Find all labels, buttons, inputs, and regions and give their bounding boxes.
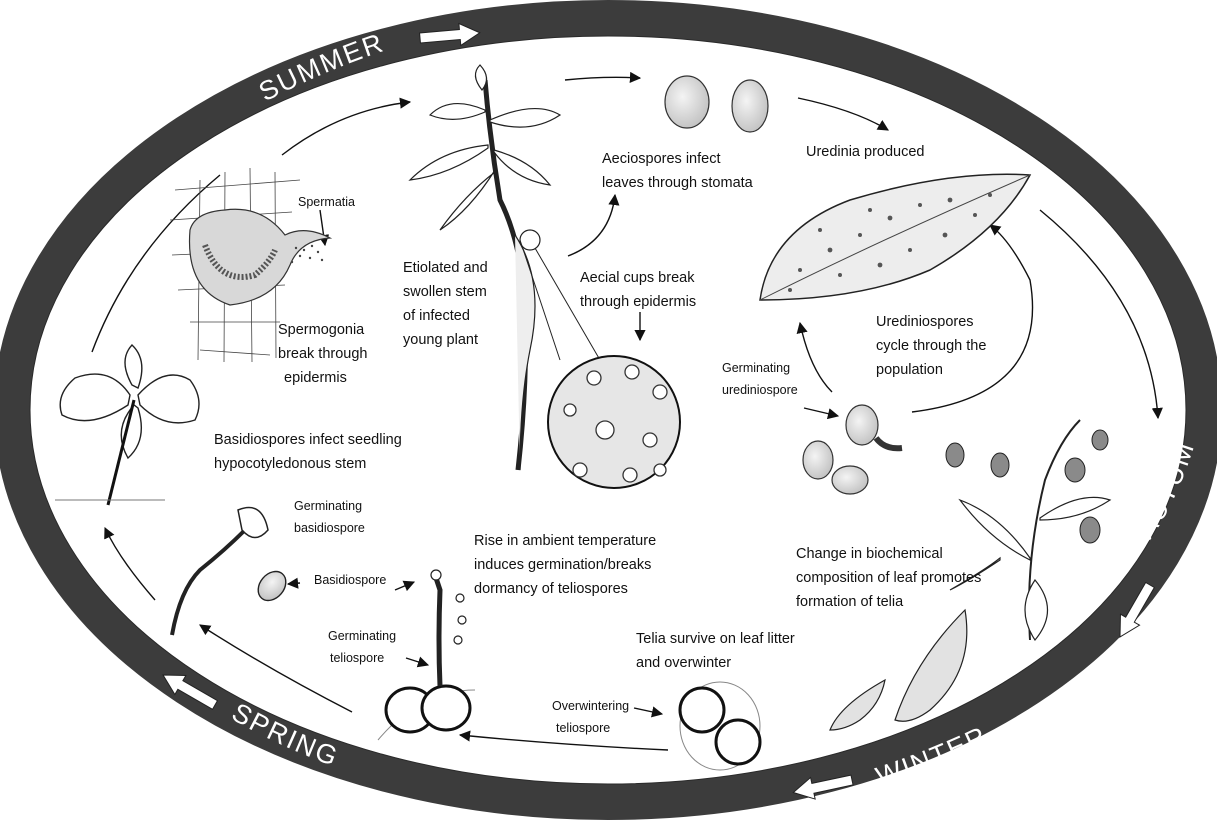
svg-text:Etiolated and: Etiolated and xyxy=(403,260,488,276)
seedling-illustration xyxy=(55,345,199,505)
svg-text:composition of leaf promotes: composition of leaf promotes xyxy=(796,570,981,586)
svg-text:basidiospore: basidiospore xyxy=(294,521,365,535)
svg-text:Change in biochemical: Change in biochemical xyxy=(796,546,943,562)
label-uredinia-produced: Uredinia produced xyxy=(806,144,925,160)
svg-text:urediniospore: urediniospore xyxy=(722,383,798,397)
svg-text:Basidiospores infect seedling: Basidiospores infect seedling xyxy=(214,432,402,448)
svg-text:formation of telia: formation of telia xyxy=(796,594,904,610)
svg-text:Telia survive on leaf litter: Telia survive on leaf litter xyxy=(636,631,795,647)
label-spermatia: Spermatia xyxy=(298,195,355,209)
urediniospores-illustration xyxy=(803,405,902,494)
label-spermogonia: Spermogonia break through epidermis xyxy=(278,322,367,386)
label-aeciospores: Aeciospores infect leaves through stomat… xyxy=(602,151,754,191)
svg-text:hypocotyledonous stem: hypocotyledonous stem xyxy=(214,456,366,472)
label-etiolated-stem: Etiolated and swollen stem of infected y… xyxy=(403,260,488,348)
svg-text:and overwinter: and overwinter xyxy=(636,655,731,671)
flowering-plant-illustration xyxy=(946,420,1110,640)
label-germinating-urediniospore: Germinating urediniospore xyxy=(722,361,798,397)
svg-text:Germinating: Germinating xyxy=(328,629,396,643)
germinating-teliospore-illustration xyxy=(378,570,475,740)
leaf-litter-illustration xyxy=(830,610,967,730)
label-rise-temperature: Rise in ambient temperature induces germ… xyxy=(474,533,656,597)
overwintering-teliospore-illustration xyxy=(680,682,760,770)
aeciospores-illustration xyxy=(665,76,768,132)
basidiospore-illustration xyxy=(253,566,292,606)
svg-text:cycle through the: cycle through the xyxy=(876,338,986,354)
svg-text:Rise in ambient temperature: Rise in ambient temperature xyxy=(474,533,656,549)
aecial-cups-illustration xyxy=(548,356,680,488)
svg-text:Aecial cups break: Aecial cups break xyxy=(580,270,695,286)
label-telia-survive: Telia survive on leaf litter and overwin… xyxy=(636,631,795,671)
label-basidiospore: Basidiospore xyxy=(314,573,386,587)
label-germinating-basidiospore: Germinating basidiospore xyxy=(294,499,365,535)
label-basidiospores-infect: Basidiospores infect seedling hypocotyle… xyxy=(214,432,402,472)
svg-text:swollen stem: swollen stem xyxy=(403,284,487,300)
svg-text:Overwintering: Overwintering xyxy=(552,699,629,713)
svg-text:break through: break through xyxy=(278,346,367,362)
svg-text:teliospore: teliospore xyxy=(556,721,610,735)
label-urediniospores-cycle: Urediniospores cycle through the populat… xyxy=(876,314,986,378)
svg-text:of infected: of infected xyxy=(403,308,470,324)
label-germinating-teliospore: Germinating teliospore xyxy=(328,629,396,665)
svg-text:Spermogonia: Spermogonia xyxy=(278,322,365,338)
label-overwintering-teliospore: Overwintering teliospore xyxy=(552,699,629,735)
uredinia-leaf-illustration xyxy=(760,174,1030,300)
germinating-basidiospore-illustration xyxy=(172,508,268,636)
label-change-biochemical: Change in biochemical composition of lea… xyxy=(796,546,981,610)
svg-text:population: population xyxy=(876,362,943,378)
svg-text:young plant: young plant xyxy=(403,332,478,348)
svg-text:teliospore: teliospore xyxy=(330,651,384,665)
svg-text:Aeciospores infect: Aeciospores infect xyxy=(602,151,720,167)
svg-text:Urediniospores: Urediniospores xyxy=(876,314,974,330)
label-aecial-cups: Aecial cups break through epidermis xyxy=(580,270,696,310)
svg-text:epidermis: epidermis xyxy=(284,370,347,386)
svg-text:Germinating: Germinating xyxy=(722,361,790,375)
svg-text:leaves through stomata: leaves through stomata xyxy=(602,175,754,191)
svg-text:induces germination/breaks: induces germination/breaks xyxy=(474,557,651,573)
svg-text:Germinating: Germinating xyxy=(294,499,362,513)
svg-text:through epidermis: through epidermis xyxy=(580,294,696,310)
svg-text:dormancy of teliospores: dormancy of teliospores xyxy=(474,581,628,597)
